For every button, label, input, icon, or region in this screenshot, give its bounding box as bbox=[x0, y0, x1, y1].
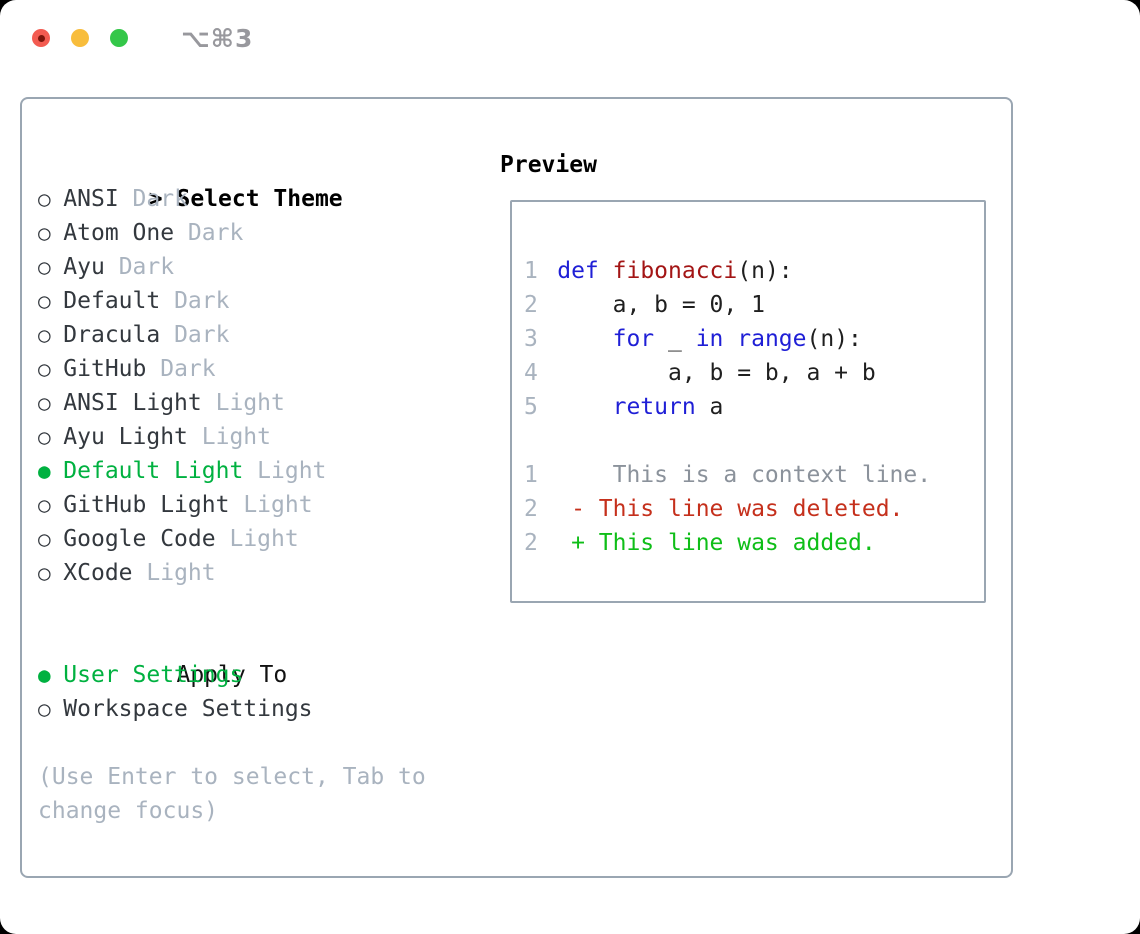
theme-name: ANSI Light bbox=[63, 390, 202, 416]
hint-line: change focus) bbox=[38, 798, 219, 824]
theme-name: Dracula bbox=[63, 322, 161, 348]
theme-name: Ayu bbox=[63, 254, 105, 280]
apply-to-header: Apply To bbox=[38, 624, 426, 688]
theme-name: GitHub bbox=[63, 356, 147, 382]
theme-variant-label: Dark bbox=[160, 356, 216, 382]
theme-name: Ayu Light bbox=[63, 424, 188, 450]
close-button[interactable] bbox=[32, 29, 50, 47]
theme-options-list: ○ ANSI Dark ○ Atom One Dark ○ Ayu Dark ○ Def… bbox=[38, 182, 426, 590]
minimize-button[interactable] bbox=[71, 29, 89, 47]
theme-option-github-light[interactable]: ○ GitHub Light Light bbox=[38, 488, 426, 522]
theme-option-atom-one[interactable]: ○ Atom One Dark bbox=[38, 216, 426, 250]
radio-off-icon: ○ bbox=[38, 391, 51, 415]
radio-off-icon: ○ bbox=[38, 561, 51, 585]
theme-name: Default Light bbox=[63, 458, 244, 484]
theme-name: Default bbox=[63, 288, 161, 314]
apply-option-user-settings[interactable]: ● User Settings bbox=[38, 658, 426, 692]
radio-off-icon: ○ bbox=[38, 323, 51, 347]
spacer bbox=[38, 726, 426, 760]
select-theme-header: > Select Theme bbox=[38, 148, 426, 212]
theme-variant-label: Light bbox=[201, 424, 272, 450]
titlebar: ⌥⌘3 bbox=[0, 0, 1140, 76]
keyboard-hint: (Use Enter to select, Tab to change focu… bbox=[38, 760, 426, 828]
radio-off-icon: ○ bbox=[38, 527, 51, 551]
theme-variant-label: Dark bbox=[174, 322, 230, 348]
theme-variant-label: Light bbox=[146, 560, 216, 586]
line-number: 2 bbox=[524, 292, 538, 318]
spacer bbox=[38, 590, 426, 624]
theme-variant-label: Light bbox=[257, 458, 327, 484]
theme-variant-label: Light bbox=[215, 390, 285, 416]
diff-line-deleted: 2 - This line was deleted. bbox=[524, 492, 984, 526]
code-line: 4 a, b = b, a + b bbox=[524, 356, 984, 390]
preview-title: Preview bbox=[500, 152, 597, 178]
theme-option-ansi-light[interactable]: ○ ANSI Light Light bbox=[38, 386, 426, 420]
theme-option-default-light[interactable]: ● Default Light Light bbox=[38, 454, 426, 488]
line-number: 1 bbox=[524, 258, 538, 284]
apply-option-workspace-settings[interactable]: ○ Workspace Settings bbox=[38, 692, 426, 726]
line-number: 2 bbox=[524, 496, 538, 522]
theme-variant-label: Light bbox=[229, 526, 299, 552]
theme-variant-label: Dark bbox=[132, 186, 188, 212]
radio-off-icon: ○ bbox=[38, 357, 51, 381]
zoom-button[interactable] bbox=[110, 29, 128, 47]
diff-line-added: 2 + This line was added. bbox=[524, 526, 984, 560]
hint-line: (Use Enter to select, Tab to bbox=[38, 764, 426, 790]
theme-name: Google Code bbox=[63, 526, 216, 552]
line-number: 1 bbox=[524, 462, 538, 488]
code-line: 2 a, b = 0, 1 bbox=[524, 288, 984, 322]
radio-off-icon: ○ bbox=[38, 221, 51, 245]
diff-line-context: 1 This is a context line. bbox=[524, 458, 984, 492]
theme-option-ayu[interactable]: ○ Ayu Dark bbox=[38, 250, 426, 284]
theme-option-xcode[interactable]: ○ XCode Light bbox=[38, 556, 426, 590]
code-line: 3 for _ in range(n): bbox=[524, 322, 984, 356]
theme-option-default[interactable]: ○ Default Dark bbox=[38, 284, 426, 318]
theme-list-pane: > Select Theme ○ ANSI Dark ○ Atom One Dark … bbox=[38, 148, 426, 828]
apply-option-label: Workspace Settings bbox=[63, 696, 313, 722]
radio-off-icon: ○ bbox=[38, 425, 51, 449]
theme-option-ayu-light[interactable]: ○ Ayu Light Light bbox=[38, 420, 426, 454]
theme-variant-label: Dark bbox=[174, 288, 230, 314]
theme-option-google-code[interactable]: ○ Google Code Light bbox=[38, 522, 426, 556]
theme-name: ANSI bbox=[63, 186, 119, 212]
apply-options-list: ● User Settings ○ Workspace Settings bbox=[38, 658, 426, 726]
theme-variant-label: Dark bbox=[118, 254, 175, 280]
radio-off-icon: ○ bbox=[38, 255, 51, 279]
theme-variant-label: Light bbox=[243, 492, 313, 518]
radio-on-icon: ● bbox=[38, 663, 51, 687]
code-line: 5 return a bbox=[524, 390, 984, 424]
radio-on-icon: ● bbox=[38, 459, 51, 483]
radio-off-icon: ○ bbox=[38, 187, 51, 211]
theme-option-ansi[interactable]: ○ ANSI Dark bbox=[38, 182, 426, 216]
theme-name: Atom One bbox=[63, 220, 175, 246]
focus-caret-icon: > bbox=[148, 186, 163, 212]
line-number: 3 bbox=[524, 326, 538, 352]
diff-sample: 1 This is a context line. 2 - This line … bbox=[524, 458, 984, 560]
apply-to-title: Apply To bbox=[176, 662, 288, 688]
line-number: 2 bbox=[524, 530, 538, 556]
line-number: 5 bbox=[524, 394, 538, 420]
radio-off-icon: ○ bbox=[38, 697, 51, 721]
radio-off-icon: ○ bbox=[38, 493, 51, 517]
theme-variant-label: Dark bbox=[187, 220, 244, 246]
theme-option-github[interactable]: ○ GitHub Dark bbox=[38, 352, 426, 386]
line-number: 4 bbox=[524, 360, 538, 386]
apply-option-label: User Settings bbox=[63, 662, 244, 688]
theme-option-dracula[interactable]: ○ Dracula Dark bbox=[38, 318, 426, 352]
radio-off-icon: ○ bbox=[38, 289, 51, 313]
theme-name: XCode bbox=[63, 560, 133, 586]
theme-selector-panel: > Select Theme ○ ANSI Dark ○ Atom One Dark … bbox=[20, 97, 1013, 878]
select-theme-title: Select Theme bbox=[176, 186, 343, 212]
window-shortcut-label: ⌥⌘3 bbox=[181, 23, 254, 53]
theme-name: GitHub Light bbox=[63, 492, 230, 518]
